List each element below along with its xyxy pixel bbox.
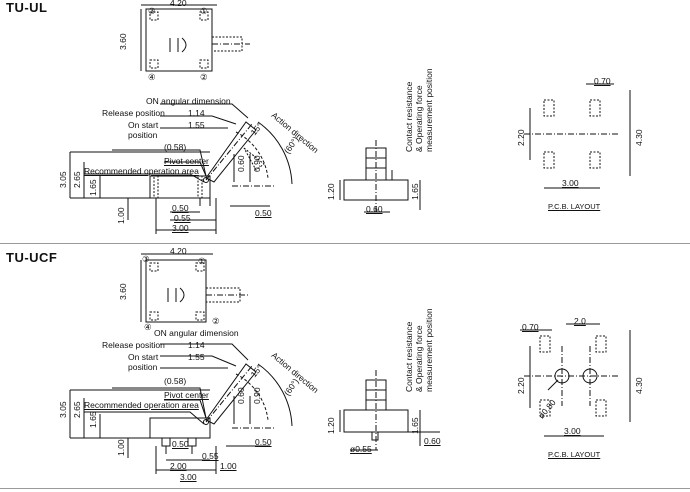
- side-view-body: [149, 175, 211, 199]
- pin-3: ③: [148, 6, 156, 16]
- dim-055: 0.55: [174, 213, 191, 223]
- front-dim-phi055: ø0.55: [350, 444, 372, 454]
- pcb-pad: [589, 99, 601, 117]
- pcb-dim-300: 3.00: [564, 426, 581, 436]
- pcb-pad: [595, 335, 607, 353]
- position-label: position: [128, 362, 158, 372]
- on-start-label: On start: [128, 352, 159, 362]
- top-view-body: [145, 8, 213, 72]
- section-title-tu-ul: TU-UL: [6, 0, 48, 15]
- front-dim-165: 1.65: [410, 417, 420, 434]
- pcb-pad: [543, 99, 555, 117]
- dim-305: 3.05: [58, 401, 68, 418]
- pin-2: ②: [200, 72, 208, 82]
- pin-4: ④: [144, 322, 152, 332]
- contact-label-3: measurement position: [424, 308, 434, 392]
- contact-label-2: & Operating force: [414, 325, 424, 392]
- dim-165: 1.65: [88, 179, 98, 196]
- dim-305: 3.05: [58, 171, 68, 188]
- release-position-label: Release position: [102, 108, 165, 118]
- pcb-pad: [595, 399, 607, 417]
- section-title-tu-ucf: TU-UCF: [6, 250, 58, 265]
- pcb-pad: [539, 335, 551, 353]
- release-position-label: Release position: [102, 340, 165, 350]
- pivot-center-label: Pivot center: [164, 390, 209, 400]
- front-dim-120: 1.20: [326, 417, 336, 434]
- on-start-label: On start: [128, 120, 159, 130]
- dim-050b: 0.50: [255, 208, 272, 218]
- front-dim-060: 0.60: [424, 436, 441, 446]
- dim-060: 0.60: [236, 387, 246, 404]
- contact-label-3: measurement position: [424, 68, 434, 152]
- pcb-dim-220: 2.20: [516, 377, 526, 394]
- pcb-pad: [543, 151, 555, 169]
- recommended-area-label: Recommended operation area: [84, 166, 199, 176]
- pcb-dim-300: 3.00: [562, 178, 579, 188]
- top-width-dim: 4.20: [170, 246, 187, 256]
- dim-090: 0.90: [252, 155, 262, 172]
- dim-060: 0.60: [236, 155, 246, 172]
- dim-265: 2.65: [72, 171, 82, 188]
- dim-100b: 1.00: [220, 461, 237, 471]
- pcb-dim-430: 4.30: [634, 129, 644, 146]
- top-width-dim: 4.20: [170, 0, 187, 8]
- position-label: position: [128, 130, 158, 140]
- pcb-pad: [539, 399, 551, 417]
- paren-058-dim: (0.58): [164, 142, 187, 152]
- pcb-dim-070: 0.70: [594, 76, 611, 86]
- pin-1: ①: [198, 256, 206, 266]
- contact-label-2: & Operating force: [414, 85, 424, 152]
- on-start-dim: 1.55: [188, 120, 205, 130]
- top-height-dim: 3.60: [118, 33, 128, 50]
- front-dim-120: 1.20: [326, 183, 336, 200]
- pcb-layout-caption: P.C.B. LAYOUT: [548, 450, 601, 459]
- contact-label-1: Contact resistance: [404, 81, 414, 152]
- on-start-dim: 1.55: [188, 352, 205, 362]
- dim-200: 2.00: [170, 461, 187, 471]
- release-dim: 1.14: [188, 340, 205, 350]
- dim-050: 0.50: [172, 439, 189, 449]
- pcb-dim-070: 0.70: [522, 322, 539, 332]
- dim-055: 0.55: [202, 451, 219, 461]
- contact-label-1: Contact resistance: [404, 321, 414, 392]
- pcb-dim-220: 2.20: [516, 129, 526, 146]
- pcb-dim-20: 2.0: [574, 316, 586, 326]
- on-angular-label: ON angular dimension: [146, 96, 231, 106]
- dim-165: 1.65: [88, 411, 98, 428]
- side-view-body: [149, 417, 211, 439]
- dim-090: 0.90: [252, 387, 262, 404]
- pcb-pad: [589, 151, 601, 169]
- pcb-dim-430: 4.30: [634, 377, 644, 394]
- pin-3: ③: [142, 254, 150, 264]
- dim-300: 3.00: [180, 472, 197, 482]
- dim-100: 1.00: [116, 439, 126, 456]
- dim-100: 1.00: [116, 207, 126, 224]
- section-divider: [0, 243, 690, 244]
- pin-2: ②: [212, 316, 220, 326]
- dim-265: 2.65: [72, 401, 82, 418]
- top-height-dim: 3.60: [118, 283, 128, 300]
- dim-050: 0.50: [172, 203, 189, 213]
- section-divider-bottom: [0, 488, 690, 489]
- release-dim: 1.14: [188, 108, 205, 118]
- tu-ul-drawing: [69, 4, 631, 234]
- on-angular-label: ON angular dimension: [154, 328, 239, 338]
- dim-300: 3.00: [172, 223, 189, 233]
- paren-058-dim: (0.58): [164, 376, 187, 386]
- pin-1: ①: [200, 6, 208, 16]
- front-dim-165: 1.65: [410, 183, 420, 200]
- pcb-layout-caption: P.C.B. LAYOUT: [548, 202, 601, 211]
- tu-ucf-drawing: [69, 253, 631, 474]
- recommended-area-label: Recommended operation area: [84, 400, 199, 410]
- pin-4: ④: [148, 72, 156, 82]
- front-dim-060: 0.60: [366, 204, 383, 214]
- dim-050b: 0.50: [255, 437, 272, 447]
- pivot-center-label: Pivot center: [164, 156, 209, 166]
